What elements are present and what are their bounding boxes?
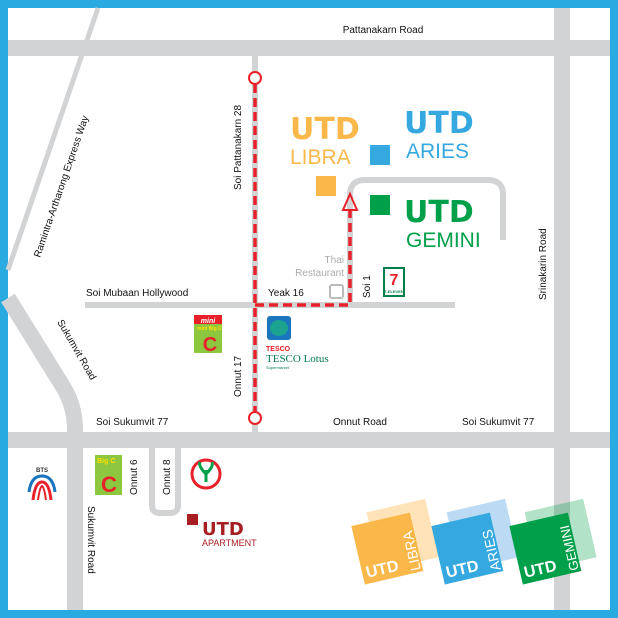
- logo-libra-brand: UTD: [364, 558, 400, 582]
- utd-aries-square-icon: [370, 145, 390, 165]
- utd-gemini-square-icon: [370, 195, 390, 215]
- seven-eleven-label: 7-ELEVEN: [384, 289, 404, 294]
- utd-apartment-marker: UTD APARTMENT: [187, 514, 257, 548]
- utd-apartment-square-icon: [187, 514, 198, 525]
- utd-gemini-name: GEMINI: [406, 229, 481, 252]
- logo-gemini-brand: UTD: [522, 558, 558, 582]
- thai-restaurant-icon: [329, 284, 344, 299]
- label-pattanakarn-road: Pattanakarn Road: [343, 25, 424, 36]
- route-end-marker: [248, 411, 262, 425]
- logo-utd-aries: UTD ARIES: [431, 498, 519, 585]
- route-start-marker: [248, 71, 262, 85]
- label-sukumvit-road: Sukumvit Road: [85, 506, 96, 574]
- label-onnut-road: Onnut Road: [333, 417, 387, 428]
- label-soi-mubaan-hollywood: Soi Mubaan Hollywood: [86, 288, 188, 299]
- utd-libra-marker: UTD LIBRA: [290, 112, 360, 196]
- label-soi-sukumvit-77-right: Soi Sukumvit 77: [462, 417, 535, 428]
- mini-big-c-label: mini Big C: [197, 326, 222, 332]
- route-arrow-icon: [341, 191, 359, 211]
- logo-utd-gemini: UTD GEMINI: [509, 498, 597, 585]
- bts-icon: BTS: [27, 468, 57, 501]
- utd-aries-brand: UTD: [404, 106, 474, 141]
- kasikorn-bank-icon: [190, 458, 222, 490]
- tesco-lotus-icon: TESCO TESCO Lotus Supermarket: [266, 316, 329, 370]
- logo-utd-libra: UTD LIBRA: [351, 498, 439, 585]
- thai-restaurant-label-1: Thai: [325, 255, 344, 266]
- label-soi-pattanakarn-28: Soi Pattanakarn 28: [233, 105, 244, 190]
- mini-big-c-mini: mini: [201, 318, 216, 325]
- label-soi-sukumvit-77-left: Soi Sukumvit 77: [96, 417, 169, 428]
- tesco-lotus-label: TESCO Lotus: [266, 353, 329, 365]
- utd-libra-brand: UTD: [290, 112, 360, 147]
- utd-libra-square-icon: [316, 176, 336, 196]
- route: [253, 84, 352, 412]
- tesco-lotus-sub: Supermarket: [266, 365, 290, 370]
- big-c-icon: Big C C: [95, 455, 122, 497]
- label-soi-1: Soi 1: [362, 275, 373, 298]
- label-srinakarin-road: Srinakarin Road: [538, 228, 549, 300]
- tesco-wordmark: TESCO: [266, 346, 291, 353]
- utd-apartment-name: APARTMENT: [202, 538, 257, 548]
- roads: [1, 7, 610, 610]
- road-expressway: [5, 7, 101, 271]
- utd-aries-marker: UTD ARIES: [370, 106, 474, 165]
- seven-eleven-numeral: 7: [390, 272, 399, 289]
- thai-restaurant-label-2: Restaurant: [295, 268, 344, 279]
- utd-gemini-marker: UTD GEMINI: [370, 195, 481, 252]
- logo-aries-brand: UTD: [444, 558, 480, 582]
- utd-gemini-brand: UTD: [404, 195, 474, 230]
- mini-big-c-letter: C: [203, 334, 217, 356]
- map-background: [8, 8, 610, 610]
- label-onnut-6: Onnut 6: [129, 459, 140, 495]
- seven-eleven-icon: 7 7-ELEVEN: [383, 267, 405, 297]
- road-sukumvit: [1, 293, 83, 610]
- road-soi-1: [347, 177, 506, 305]
- label-onnut-8: Onnut 8: [162, 459, 173, 495]
- utd-apartment-brand: UTD: [202, 519, 244, 540]
- big-c-letter: C: [101, 472, 117, 497]
- big-c-label: Big C: [97, 458, 115, 465]
- label-onnut-17: Onnut 17: [233, 355, 244, 397]
- utd-libra-name: LIBRA: [290, 146, 351, 169]
- mini-big-c-icon: mini mini Big C C: [194, 315, 222, 356]
- utd-aries-name: ARIES: [406, 140, 469, 163]
- label-yeak-16: Yeak 16: [268, 288, 304, 299]
- road-onnut-8: [149, 440, 181, 516]
- bts-label: BTS: [36, 468, 48, 474]
